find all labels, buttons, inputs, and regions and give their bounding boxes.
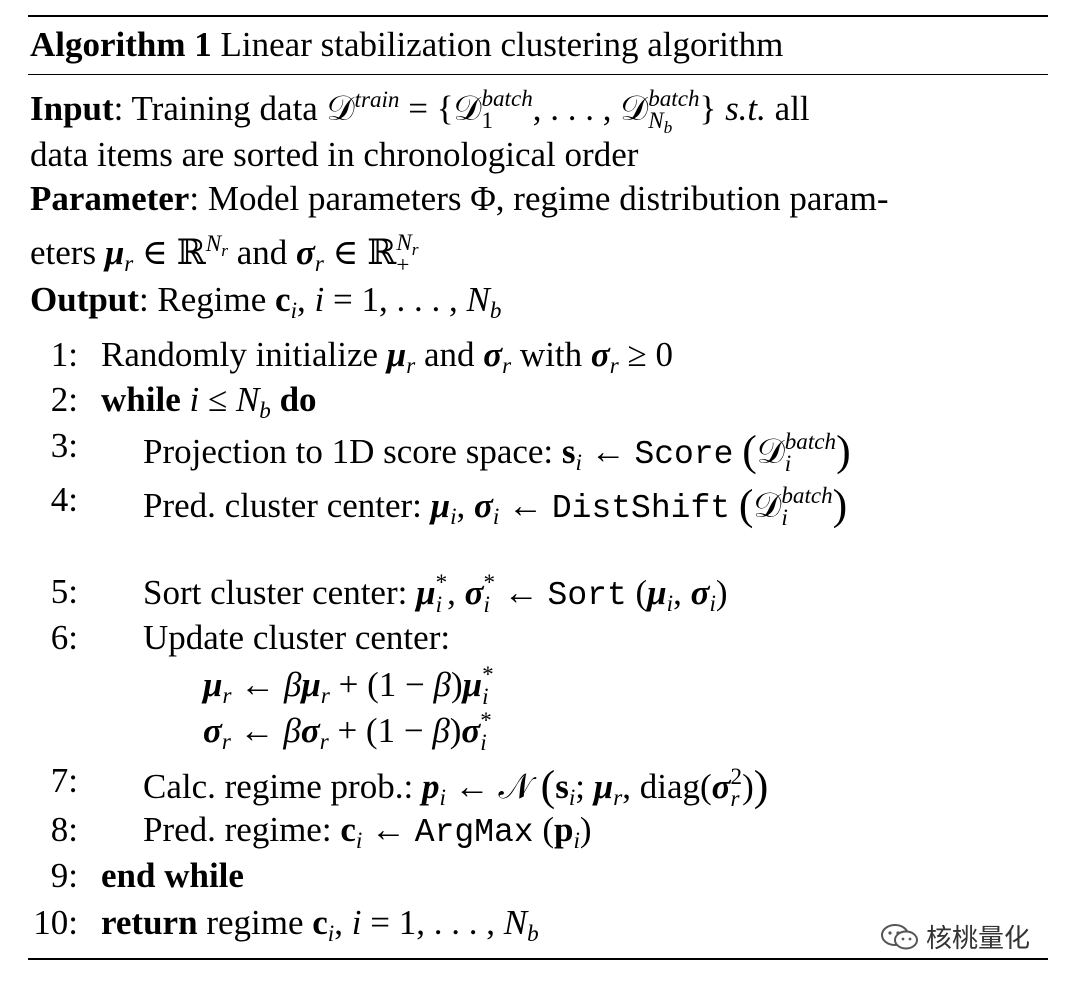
update-mu-equation: μr ← βμr + (1 − β)μ*i xyxy=(203,660,494,709)
caption-rule xyxy=(28,74,1048,75)
update-sigma-equation: σr ← βσr + (1 − β)σ*i xyxy=(203,706,492,755)
top-rule xyxy=(28,15,1048,17)
input-line-2: data items are sorted in chronological o… xyxy=(30,135,639,174)
algorithm-caption: Algorithm 1 Linear stabilization cluster… xyxy=(30,27,783,62)
watermark: 核桃量化 xyxy=(880,918,1030,955)
math-output: ci, i = 1, . . . , Nb xyxy=(275,280,502,323)
watermark-text: 核桃量化 xyxy=(926,924,1031,954)
bottom-rule xyxy=(28,958,1048,960)
output-line: Output: Regime ci, i = 1, . . . , Nb xyxy=(30,280,502,323)
parameter-line-1: Parameter: Model parameters Φ, regime di… xyxy=(30,179,889,218)
wechat-icon xyxy=(881,923,918,949)
algorithm-label: Algorithm 1 xyxy=(30,25,212,64)
algorithm-title: Linear stabilization clustering algorith… xyxy=(220,25,784,64)
math-mu-r: μr ∈ ℝNr xyxy=(104,230,228,276)
